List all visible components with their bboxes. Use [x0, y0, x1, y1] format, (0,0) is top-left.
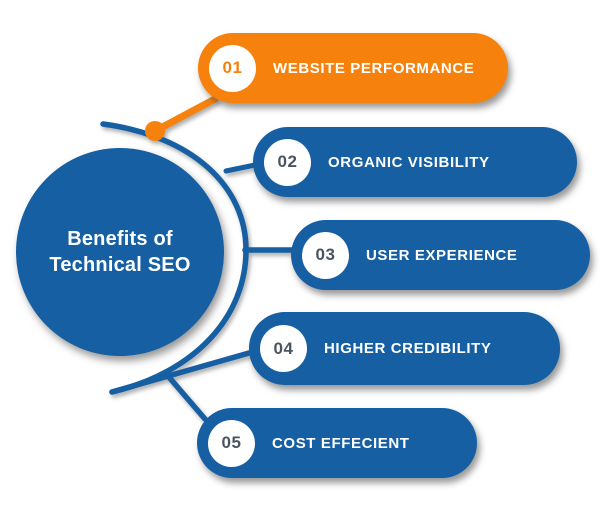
item-label: HIGHER CREDIBILITY: [324, 340, 492, 357]
connector-node-dot: [145, 121, 165, 141]
connector-item-1: [151, 95, 219, 135]
item-label: ORGANIC VISIBILITY: [328, 153, 490, 171]
benefit-item-1: 01 WEBSITE PERFORMANCE: [198, 33, 508, 103]
central-topic-circle: Benefits of Technical SEO: [16, 148, 224, 356]
item-number-badge: 02: [264, 138, 311, 186]
item-number-badge: 03: [302, 231, 349, 279]
benefit-item-5: 05 COST EFFECIENT: [197, 408, 477, 478]
item-label: COST EFFECIENT: [272, 434, 410, 452]
topic-title-line2: Technical SEO: [49, 254, 191, 276]
benefit-item-3: 03 USER EXPERIENCE: [291, 220, 590, 290]
benefit-item-4: 04 HIGHER CREDIBILITY: [249, 312, 560, 385]
benefit-item-2: 02 ORGANIC VISIBILITY: [253, 127, 577, 197]
item-label: WEBSITE PERFORMANCE: [273, 59, 475, 77]
connector-item-5: [165, 373, 208, 422]
item-number-badge: 04: [260, 325, 307, 372]
item-number-badge: 05: [208, 419, 255, 467]
item-number-badge: 01: [209, 44, 256, 92]
topic-title-line1: Benefits of: [67, 228, 173, 250]
connector-item-4: [109, 348, 259, 395]
item-label: USER EXPERIENCE: [366, 246, 518, 264]
